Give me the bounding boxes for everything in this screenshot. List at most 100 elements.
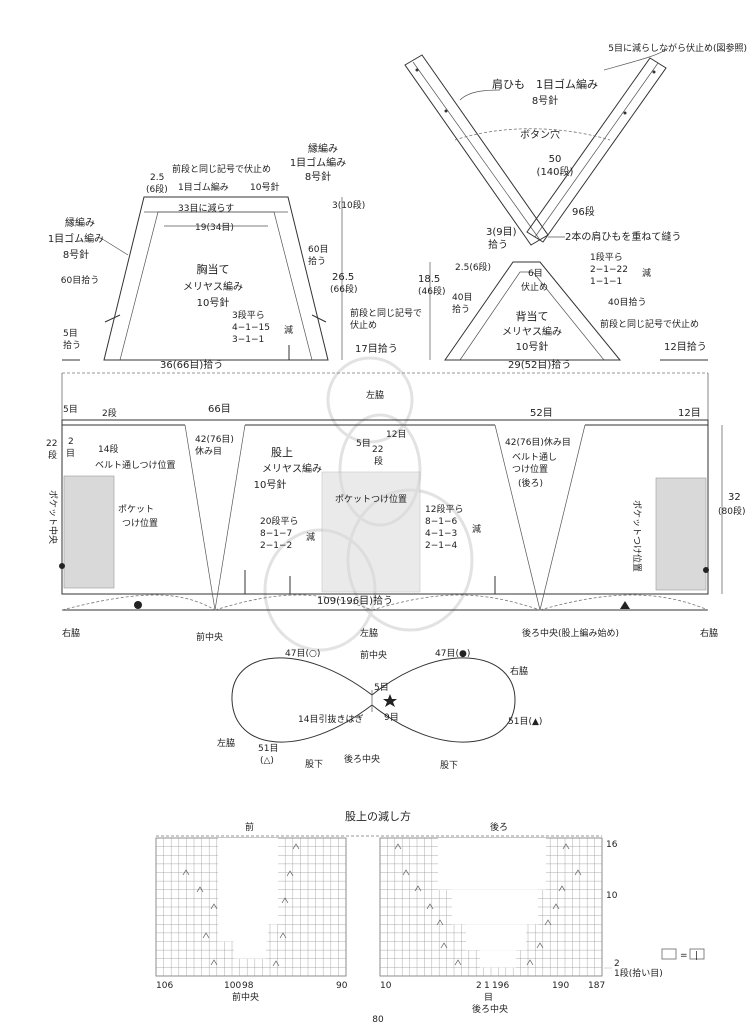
pants-dec-front-b: 8−1−7 <box>260 529 292 539</box>
back-width-25: 2.5(6段) <box>455 261 491 273</box>
pants-bottom: 109(196目)拾う <box>317 594 393 607</box>
grid-blank-area <box>466 924 526 951</box>
pants-m52: 52目 <box>530 408 553 419</box>
front-top-needle: 10号針 <box>250 181 279 193</box>
pants-rest-42-left: 42(76目) <box>195 434 234 445</box>
strap-overlap-note: 2本の肩ひもを重ねて縫う <box>565 230 681 243</box>
pants-rows-22-center-b: 段 <box>374 455 383 467</box>
grid-blank-area <box>438 838 546 890</box>
back-dec-mark: 減 <box>642 267 651 279</box>
back-height-rows: (46段) <box>418 285 445 297</box>
decrease-mark <box>426 903 434 910</box>
back-castoff-note: 前段と同じ記号で伏止め <box>600 318 699 330</box>
front-edge-right-title: 縁編み <box>308 142 338 155</box>
front-dec-33: 33目に減らす <box>178 202 234 214</box>
chart-back-center: 後ろ中央 <box>472 1003 508 1015</box>
front-castoff-note: 前段と同じ記号で <box>350 307 422 319</box>
pants-m2b: 目 <box>66 448 75 459</box>
front-top-note: 前段と同じ記号で伏止め <box>172 163 271 175</box>
decrease-mark <box>286 870 294 877</box>
decrease-mark <box>454 959 462 966</box>
pants-belt-back-3: (後ろ) <box>518 477 543 489</box>
pants-pocket-left-label: ポケット <box>118 504 154 515</box>
chart-x-100: 100 <box>224 981 241 991</box>
back-dec-a: 1段平ら <box>590 251 623 263</box>
filled-triangle-marker <box>620 601 630 609</box>
legend-empty-cell <box>661 948 677 960</box>
chart-front-center: 前中央 <box>232 991 259 1003</box>
front-castoff-note-b: 伏止め <box>350 319 377 331</box>
crotch-leg-right: 股下 <box>440 760 458 771</box>
back-pick-40-left: 40目 <box>452 292 472 303</box>
pants-m5: 5目 <box>63 404 78 415</box>
pants-dec-front-mark: 減 <box>306 531 315 543</box>
pants-height-rows: (80段) <box>718 505 745 517</box>
chart-x-10: 10 <box>380 981 392 991</box>
pants-dec-back-c: 4−1−3 <box>425 529 457 539</box>
crotch-m5: 5目 <box>374 682 389 693</box>
chart-front-label: 前 <box>245 821 254 833</box>
decrease-mark <box>574 869 582 876</box>
pants-rest-42-left-b: 休み目 <box>195 445 222 457</box>
pants-belt-back-2: つけ位置 <box>512 463 548 475</box>
pants-m12: 12目 <box>678 408 701 419</box>
back-dec-c: 1−1−1 <box>590 277 622 287</box>
strap-buttonhole: ボタン穴 <box>520 128 560 141</box>
pants-pocket-right-label: ポケットつけ位置 <box>631 500 643 572</box>
front-edge-left-stitch: 1目ゴム編み <box>48 232 104 245</box>
decrease-mark <box>544 919 552 926</box>
decrease-mark <box>440 942 448 949</box>
back-dec-b: 2−1−22 <box>590 265 628 275</box>
chart-x-2: 2 <box>476 981 482 991</box>
button-marker-left <box>59 563 65 569</box>
pants-height-32: 32 <box>728 492 741 503</box>
pants-dec-front-a: 20段平ら <box>260 515 298 527</box>
decrease-mark <box>558 885 566 892</box>
pants-rows-2: 2段 <box>102 407 117 419</box>
filled-circle-marker <box>134 601 142 609</box>
strap-length-rows: (140段) <box>537 165 574 178</box>
pants-left-side: 左脇 <box>360 627 378 639</box>
pants-title: 股上 <box>271 446 293 459</box>
crotch-leg-left: 股下 <box>305 759 323 770</box>
pants-pocket-position: ポケットつけ位置 <box>335 493 407 505</box>
pants-left-side-top: 左脇 <box>366 389 384 401</box>
crotch-m51-left-b: (△) <box>260 756 274 766</box>
chart-x-196: 196 <box>492 981 509 991</box>
chart-x-98: 98 <box>242 981 254 991</box>
pants-dec-back-a: 12段平ら <box>425 503 463 515</box>
back-center-6: 6目 <box>528 268 543 279</box>
front-bib-stitch: メリヤス編み <box>183 280 243 293</box>
crotch-left-side: 左脇 <box>217 737 235 749</box>
pants-rows-22-center: 22 <box>372 445 383 455</box>
decrease-mark <box>414 885 422 892</box>
chart-back-center-m: 目 <box>484 992 493 1003</box>
front-height-26-rows: (66段) <box>330 283 357 295</box>
front-edge-left-needle: 8号針 <box>63 248 89 261</box>
crotch-m47-left: 47目(○) <box>285 648 320 659</box>
back-pick-40-left-b: 拾う <box>452 303 470 315</box>
chart-decrease-marks <box>182 843 582 967</box>
grid-blank-area <box>480 950 516 968</box>
pants-m5-center: 5目 <box>356 438 371 449</box>
pants-rows-14: 14段 <box>98 443 118 455</box>
pants-needle: 10号針 <box>254 478 287 491</box>
front-dec-a: 3段平ら <box>232 309 265 321</box>
pocket-center <box>321 471 421 593</box>
pants-m2: 2 <box>68 437 74 447</box>
decrease-mark <box>272 960 280 967</box>
strap-castoff-note: 5目に減らしながら伏止め(図参照) <box>608 42 747 54</box>
pants-dec-back-mark: 減 <box>472 523 481 535</box>
decrease-mark <box>202 932 210 939</box>
pants-dec-front-c: 2−1−2 <box>260 541 292 551</box>
crotch-m9: 9目 <box>384 712 399 723</box>
grid-blank-area <box>234 924 266 959</box>
pants-rest-42-right: 42(76目)休み目 <box>505 436 571 448</box>
strap-length: 50 <box>549 154 562 165</box>
chart-x-187: 187 <box>588 981 605 991</box>
decrease-mark <box>196 886 204 893</box>
front-top-width-rows: (6段) <box>146 183 168 195</box>
chart-x-1: 1 <box>484 981 490 991</box>
pants-rows-22: 22 <box>46 439 57 449</box>
